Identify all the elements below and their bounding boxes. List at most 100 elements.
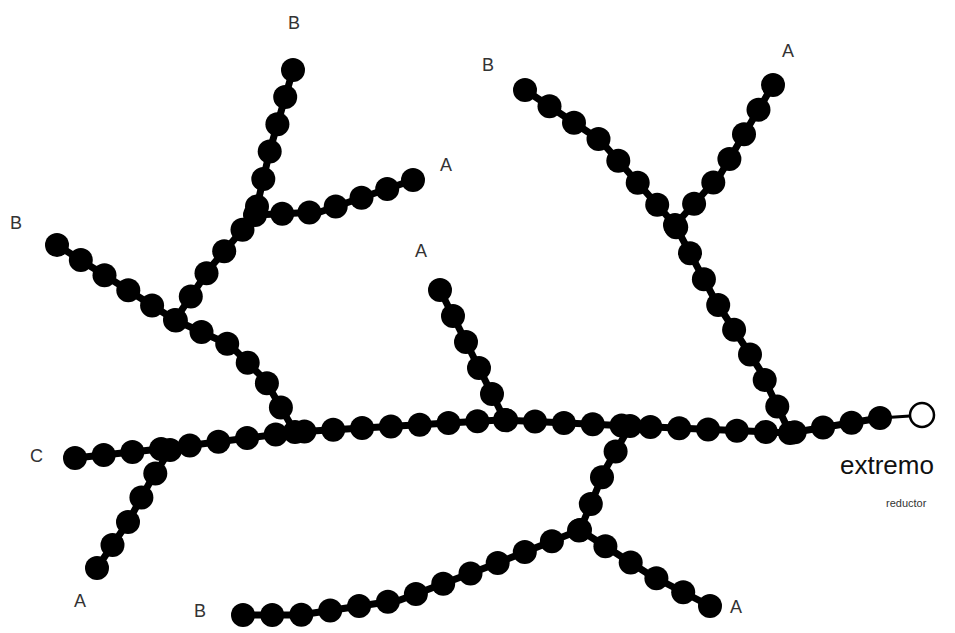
- glucose-bead: [258, 139, 282, 163]
- glucose-bead: [692, 267, 716, 291]
- glucose-bead: [190, 320, 214, 344]
- glucose-bead: [45, 233, 69, 257]
- glucose-bead: [350, 186, 374, 210]
- glucose-bead: [645, 193, 669, 217]
- glucose-bead: [747, 98, 771, 122]
- glucose-bead: [63, 446, 87, 470]
- glucose-bead: [459, 561, 483, 585]
- glucose-bead: [243, 203, 267, 227]
- glucose-bead: [140, 293, 164, 317]
- branch-chain: [243, 426, 630, 615]
- glucose-bead: [375, 177, 399, 201]
- glucose-bead: [379, 414, 403, 438]
- glucose-bead: [604, 439, 628, 463]
- glucose-bead: [465, 409, 489, 433]
- glucose-bead: [840, 411, 864, 435]
- glucose-bead: [281, 58, 305, 82]
- glucose-bead: [722, 318, 746, 342]
- glucose-bead: [195, 261, 219, 285]
- glucose-bead: [701, 171, 725, 195]
- glucose-bead: [428, 278, 452, 302]
- glucose-bead: [696, 417, 720, 441]
- glucose-bead: [85, 556, 109, 580]
- glucose-bead: [593, 534, 617, 558]
- branch-chain: [675, 85, 773, 225]
- glucose-bead: [116, 510, 140, 534]
- glucose-bead: [441, 304, 465, 328]
- chain-label: B: [10, 214, 22, 232]
- glucose-bead: [568, 518, 592, 542]
- end-label: extremo: [840, 452, 934, 478]
- glucose-bead: [540, 529, 564, 553]
- chain-label: B: [482, 56, 494, 74]
- glucose-bead: [178, 434, 202, 458]
- glucose-bead: [513, 540, 537, 564]
- chain-label: C: [30, 447, 43, 465]
- glucose-bead: [92, 443, 116, 467]
- branch-chain: [580, 530, 710, 606]
- glucose-bead: [753, 368, 777, 392]
- glucose-bead: [538, 94, 562, 118]
- glucose-bead: [581, 412, 605, 436]
- chain-label: A: [415, 242, 427, 260]
- glucose-bead: [626, 171, 650, 195]
- branch-chain: [175, 70, 293, 320]
- glucose-bead: [467, 356, 491, 380]
- glucose-bead: [725, 419, 749, 443]
- glucose-bead: [682, 192, 706, 216]
- glucose-bead: [318, 599, 342, 623]
- glucose-bead: [269, 396, 293, 420]
- glucose-bead: [401, 168, 425, 192]
- glucose-bead: [644, 566, 668, 590]
- glucose-bead: [698, 594, 722, 618]
- glucose-bead: [579, 492, 603, 516]
- bond-line: [880, 416, 910, 418]
- glucose-bead: [283, 420, 307, 444]
- glucose-bead: [260, 603, 284, 627]
- glucose-bead: [101, 533, 125, 557]
- chain-label: B: [288, 14, 300, 32]
- branch-chain: [57, 245, 295, 432]
- glucose-bead: [69, 248, 93, 272]
- glucose-bead: [289, 603, 313, 627]
- glucose-bead: [321, 418, 345, 442]
- glucose-bead: [778, 421, 802, 445]
- glucose-bead: [667, 416, 691, 440]
- glucose-bead: [523, 410, 547, 434]
- glucose-bead: [717, 147, 741, 171]
- glucose-bead: [93, 263, 117, 287]
- glucose-bead: [480, 382, 504, 406]
- chain-label: B: [194, 602, 206, 620]
- glucose-bead: [297, 201, 321, 225]
- glucose-bead: [567, 518, 591, 542]
- glucose-bead: [562, 111, 586, 135]
- glucose-bead: [761, 73, 785, 97]
- glucose-bead: [811, 416, 835, 440]
- glucose-bead: [255, 371, 279, 395]
- glucose-bead: [678, 241, 702, 265]
- glucose-bead: [732, 122, 756, 146]
- glucose-bead: [606, 149, 630, 173]
- glucose-bead: [129, 486, 153, 510]
- glucose-bead: [215, 332, 239, 356]
- glucose-bead: [350, 416, 374, 440]
- glucose-bead: [164, 308, 188, 332]
- glucose-bead: [590, 465, 614, 489]
- glucose-bead: [437, 411, 461, 435]
- glucose-bead: [143, 462, 167, 486]
- glucose-bead: [706, 293, 730, 317]
- glucose-bead: [486, 551, 510, 575]
- glucose-bead: [671, 580, 695, 604]
- glucose-bead: [587, 127, 611, 151]
- branch-chain: [440, 290, 505, 420]
- glucose-bead: [236, 351, 260, 375]
- glucose-bead: [454, 330, 478, 354]
- glucose-bead: [738, 342, 762, 366]
- glucose-bead: [273, 85, 297, 109]
- glucose-bead: [552, 411, 576, 435]
- glucose-bead: [347, 594, 371, 618]
- glucose-bead: [158, 438, 182, 462]
- glucose-bead: [431, 572, 455, 596]
- glucose-bead: [163, 308, 187, 332]
